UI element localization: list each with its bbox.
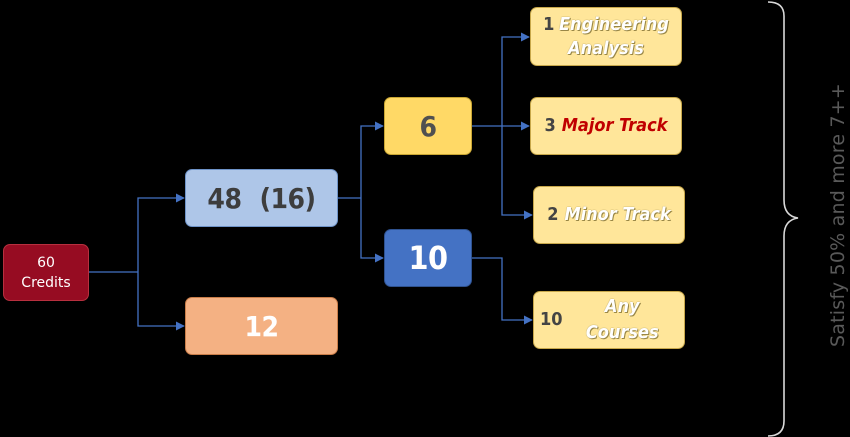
root-credits-label: Credits xyxy=(21,274,71,291)
node-12-value: 12 xyxy=(244,309,279,343)
leaf-any-courses: 10 Any Courses xyxy=(533,291,685,349)
right-curly-brace xyxy=(767,1,799,437)
node-10: 10 xyxy=(384,229,472,287)
connector-6-to-minor xyxy=(501,126,533,220)
leaf-minor-label: Minor Track xyxy=(564,204,671,225)
leaf-major-label: Major Track xyxy=(561,115,668,136)
leaf-engineering-label-line2: Analysis xyxy=(568,37,644,59)
connector-root-to-12 xyxy=(137,272,185,331)
connector-root-to-48 xyxy=(137,193,185,272)
leaf-minor-track: 2 Minor Track xyxy=(533,186,685,244)
leaf-major-track: 3 Major Track xyxy=(530,97,682,155)
side-note-text: Satisfy 50% and more 7++ xyxy=(827,82,849,348)
leaf-any-number: 10 xyxy=(540,309,563,330)
leaf-engineering-analysis: 1 Engineering Analysis xyxy=(530,7,682,66)
node-6-value: 6 xyxy=(419,109,437,143)
root-credits-node: 60 Credits xyxy=(3,244,89,301)
leaf-engineering-label-line1: Engineering xyxy=(558,13,669,35)
connector-10-to-any xyxy=(472,257,533,325)
node-48-paren-value: (16) xyxy=(259,181,316,215)
leaf-minor-number: 2 xyxy=(547,204,559,225)
leaf-engineering-number: 1 xyxy=(543,13,555,35)
connector-6-to-engineering xyxy=(501,32,530,126)
connector-48-to-6 xyxy=(360,121,384,198)
node-48-16: 48 (16) xyxy=(185,169,338,227)
node-48-value: 48 xyxy=(207,181,242,215)
node-12: 12 xyxy=(185,297,338,355)
root-credits-value: 60 xyxy=(37,254,55,271)
node-6: 6 xyxy=(384,97,472,155)
leaf-major-number: 3 xyxy=(544,115,556,136)
leaf-any-label: Any Courses xyxy=(585,296,659,343)
connector-48-to-10 xyxy=(360,198,384,263)
node-10-value: 10 xyxy=(408,239,448,277)
